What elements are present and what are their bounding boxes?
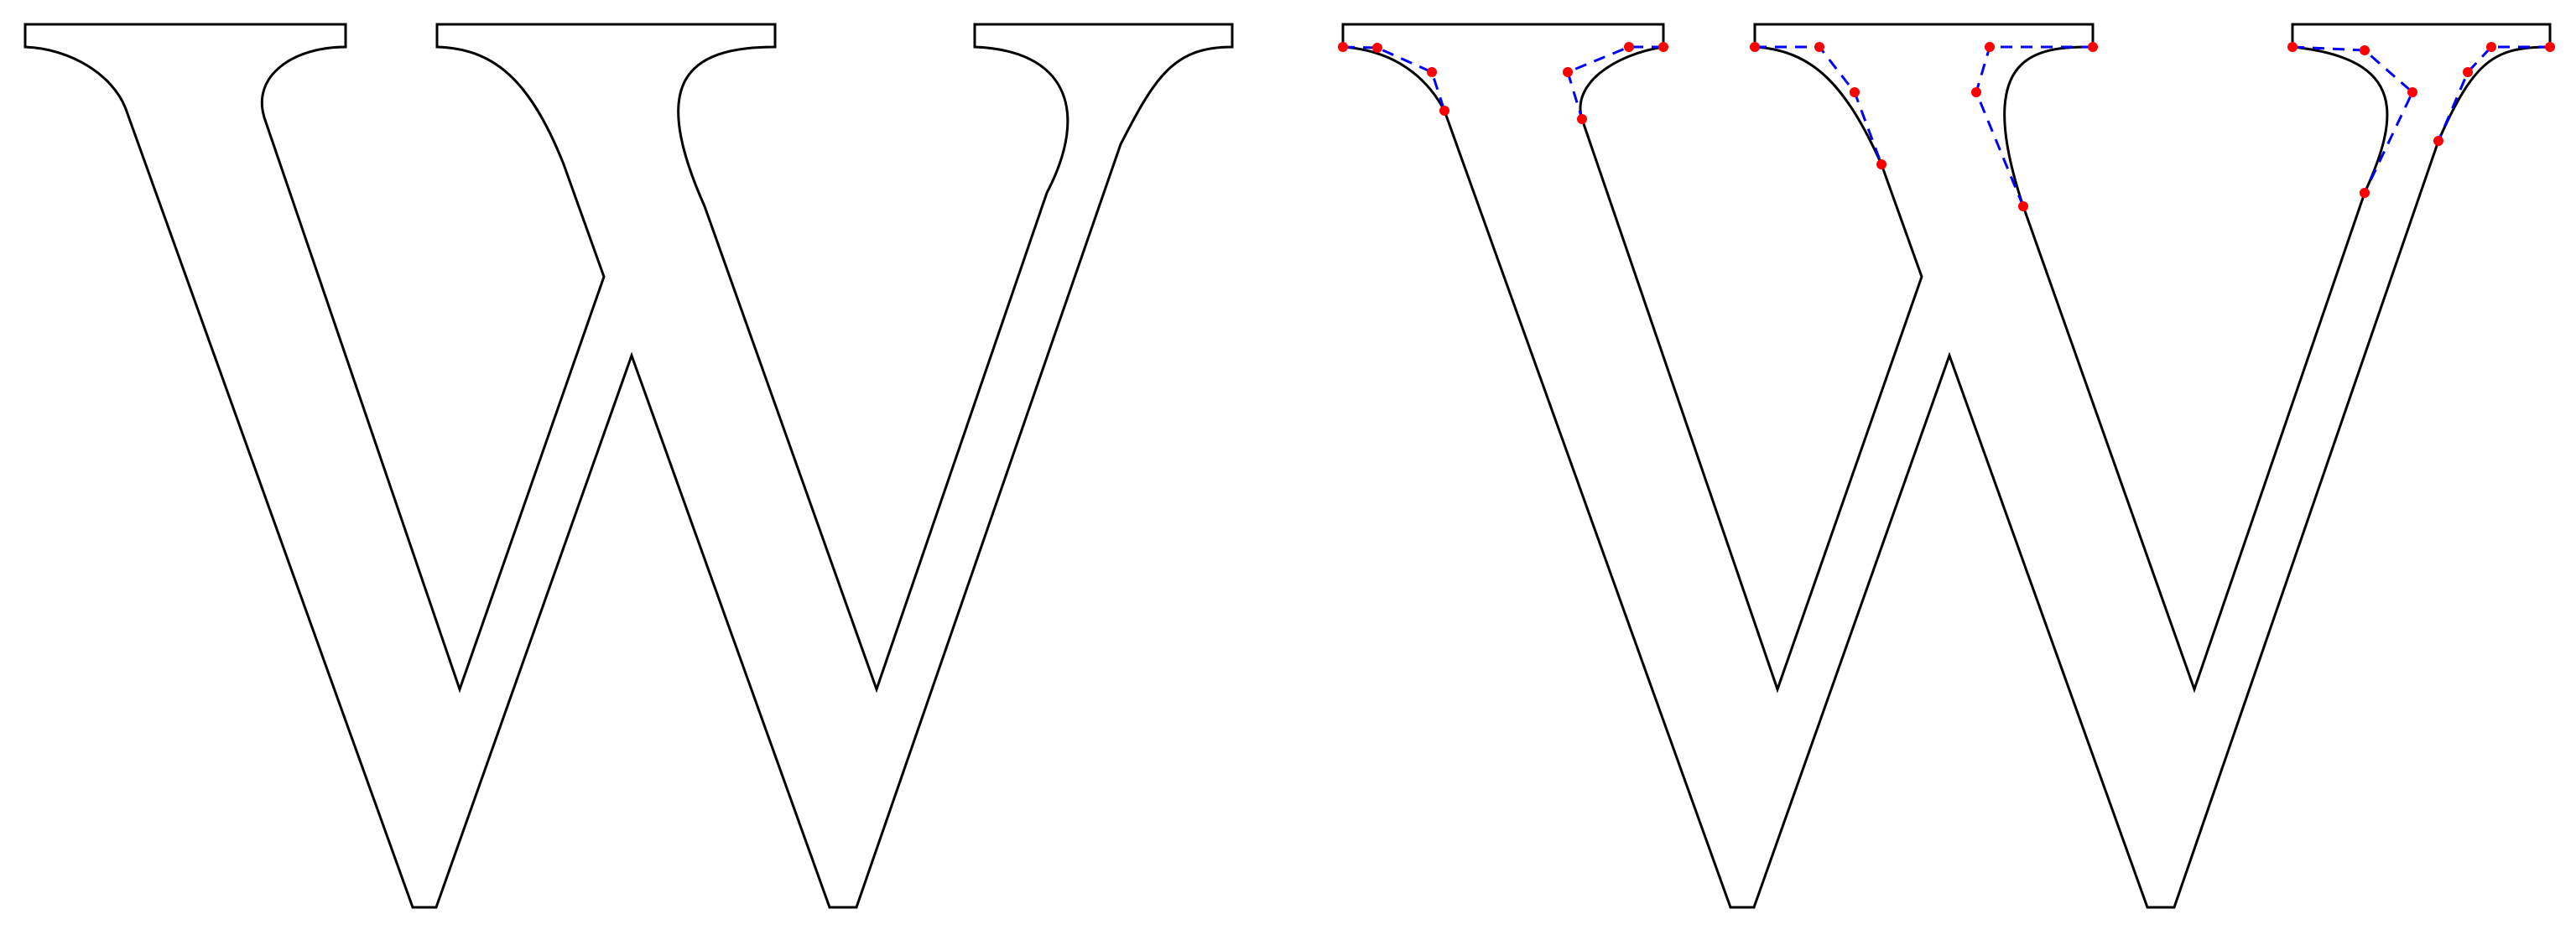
control-point [1850, 87, 1860, 97]
control-point [1985, 42, 1995, 52]
control-point [2463, 67, 2473, 77]
control-polygon-middle-serif-right [1975, 45, 2093, 207]
control-point [1750, 42, 1760, 52]
control-point [1427, 67, 1437, 77]
control-polygon-left-serif-left [1342, 45, 1446, 112]
control-point [1971, 87, 1981, 97]
control-point [2433, 136, 2443, 146]
glyph-with-controls [1338, 23, 2555, 909]
control-point [1658, 42, 1668, 52]
control-point [2545, 42, 2555, 52]
control-polygon-left-serif-right [1566, 45, 1663, 120]
control-point [1372, 43, 1382, 53]
glyph-outline-original [23, 23, 1234, 909]
control-point [2486, 42, 2496, 52]
control-points [1338, 42, 2555, 211]
control-point [2360, 188, 2370, 198]
control-polygon-middle-serif-left [1755, 45, 1883, 165]
control-point [1814, 42, 1824, 52]
glyph-outline-controls [1341, 23, 2552, 909]
control-point [2287, 42, 2298, 52]
control-point [1439, 106, 1449, 116]
control-point [2018, 201, 2028, 211]
control-polygon-right-serif-right [2437, 45, 2550, 142]
glyph-original [23, 23, 1234, 909]
control-point [1338, 42, 1348, 52]
control-point [1563, 67, 1573, 77]
control-point [1577, 114, 1587, 124]
control-polygon-right-serif-left [2292, 45, 2414, 194]
control-point [2088, 42, 2098, 52]
control-polygons [1342, 45, 2550, 207]
control-point [2360, 45, 2370, 55]
control-point [1876, 159, 1886, 169]
control-point [1624, 42, 1634, 52]
control-point [2407, 87, 2417, 97]
